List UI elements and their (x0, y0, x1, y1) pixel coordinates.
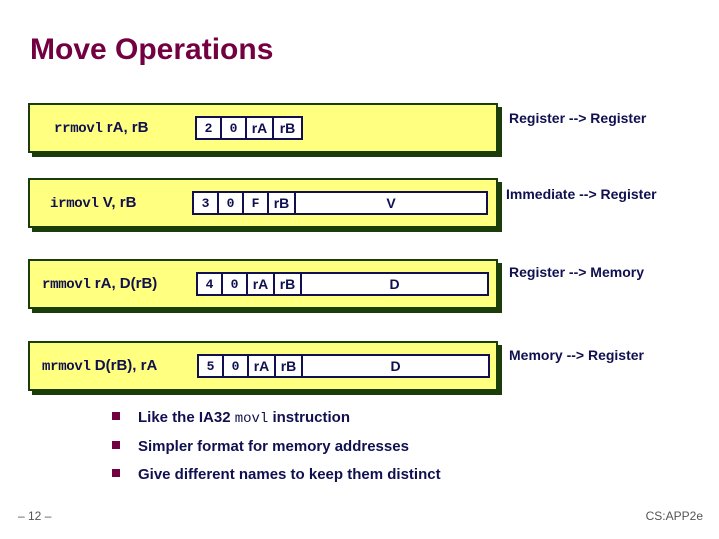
caption-register-to-memory: Register --> Memory (509, 264, 644, 280)
mnemonic-operands-text: rA, D(rB) (90, 275, 158, 292)
encoding-strip: 4 0 rA rB D (196, 272, 489, 296)
course-label: CS:APP2e (645, 509, 703, 523)
encoding-strip: 5 0 rA rB D (197, 354, 490, 378)
bullet-text-pre: Simpler format for memory addresses (138, 438, 409, 455)
page-title: Move Operations (30, 33, 274, 66)
encoding-cell: F (244, 193, 269, 213)
encoding-cell-value: V (296, 193, 486, 213)
list-item: Like the IA32 movl instruction (112, 409, 441, 427)
mnemonic-operands-text: rA, rB (102, 119, 149, 136)
encoding-cell: rA (248, 274, 275, 294)
caption-register-to-register: Register --> Register (509, 110, 647, 126)
bullet-text: Like the IA32 movl instruction (138, 409, 350, 427)
instruction-panel-irmovl: irmovl V, rB 3 0 F rB V (28, 178, 498, 228)
encoding-cell: 5 (199, 356, 224, 376)
bullet-text: Give different names to keep them distin… (138, 466, 441, 483)
mnemonic-opcode-text: rmmovl (42, 277, 91, 293)
encoding-cell: 3 (194, 193, 219, 213)
encoding-cell: 0 (219, 193, 244, 213)
bullet-text-post: instruction (268, 409, 350, 426)
encoding-cell: rA (247, 118, 274, 138)
encoding-cell: rB (275, 274, 302, 294)
encoding-cell: rA (249, 356, 276, 376)
caption-immediate-to-register: Immediate --> Register (506, 186, 657, 202)
encoding-strip: 2 0 rA rB (195, 116, 303, 140)
square-bullet-icon (112, 441, 120, 449)
encoding-cell-displacement: D (303, 356, 488, 376)
list-item: Simpler format for memory addresses (112, 438, 441, 455)
instruction-mnemonic: mrmovl D(rB), rA (42, 358, 157, 374)
mnemonic-operands-text: D(rB), rA (90, 357, 158, 374)
bullet-text: Simpler format for memory addresses (138, 438, 409, 455)
encoding-cell-displacement: D (302, 274, 487, 294)
encoding-cell: rB (269, 193, 296, 213)
square-bullet-icon (112, 412, 120, 420)
mnemonic-opcode-text: mrmovl (42, 359, 91, 375)
instruction-panel-rmmovl: rmmovl rA, D(rB) 4 0 rA rB D (28, 259, 498, 309)
bullet-code-text: movl (234, 411, 269, 427)
encoding-cell: rB (274, 118, 301, 138)
encoding-cell: 0 (222, 118, 247, 138)
instruction-mnemonic: irmovl V, rB (50, 195, 136, 211)
instruction-mnemonic: rrmovl rA, rB (54, 120, 148, 136)
encoding-cell: 0 (224, 356, 249, 376)
encoding-cell: 2 (197, 118, 222, 138)
mnemonic-opcode-text: irmovl (50, 196, 99, 212)
square-bullet-icon (112, 469, 120, 477)
encoding-cell: 0 (223, 274, 248, 294)
encoding-cell: 4 (198, 274, 223, 294)
slide-number: – 12 – (18, 509, 52, 523)
mnemonic-opcode-text: rrmovl (54, 121, 103, 137)
encoding-strip: 3 0 F rB V (192, 191, 488, 215)
bullet-text-pre: Like the IA32 (138, 409, 235, 426)
instruction-panel-mrmovl: mrmovl D(rB), rA 5 0 rA rB D (28, 341, 498, 391)
mnemonic-operands-text: V, rB (98, 194, 137, 211)
bullet-text-pre: Give different names to keep them distin… (138, 466, 441, 483)
instruction-mnemonic: rmmovl rA, D(rB) (42, 276, 157, 292)
instruction-panel-rrmovl: rrmovl rA, rB 2 0 rA rB (28, 103, 498, 153)
list-item: Give different names to keep them distin… (112, 466, 441, 483)
encoding-cell: rB (276, 356, 303, 376)
caption-memory-to-register: Memory --> Register (509, 347, 644, 363)
bullet-list: Like the IA32 movl instruction Simpler f… (112, 409, 441, 494)
